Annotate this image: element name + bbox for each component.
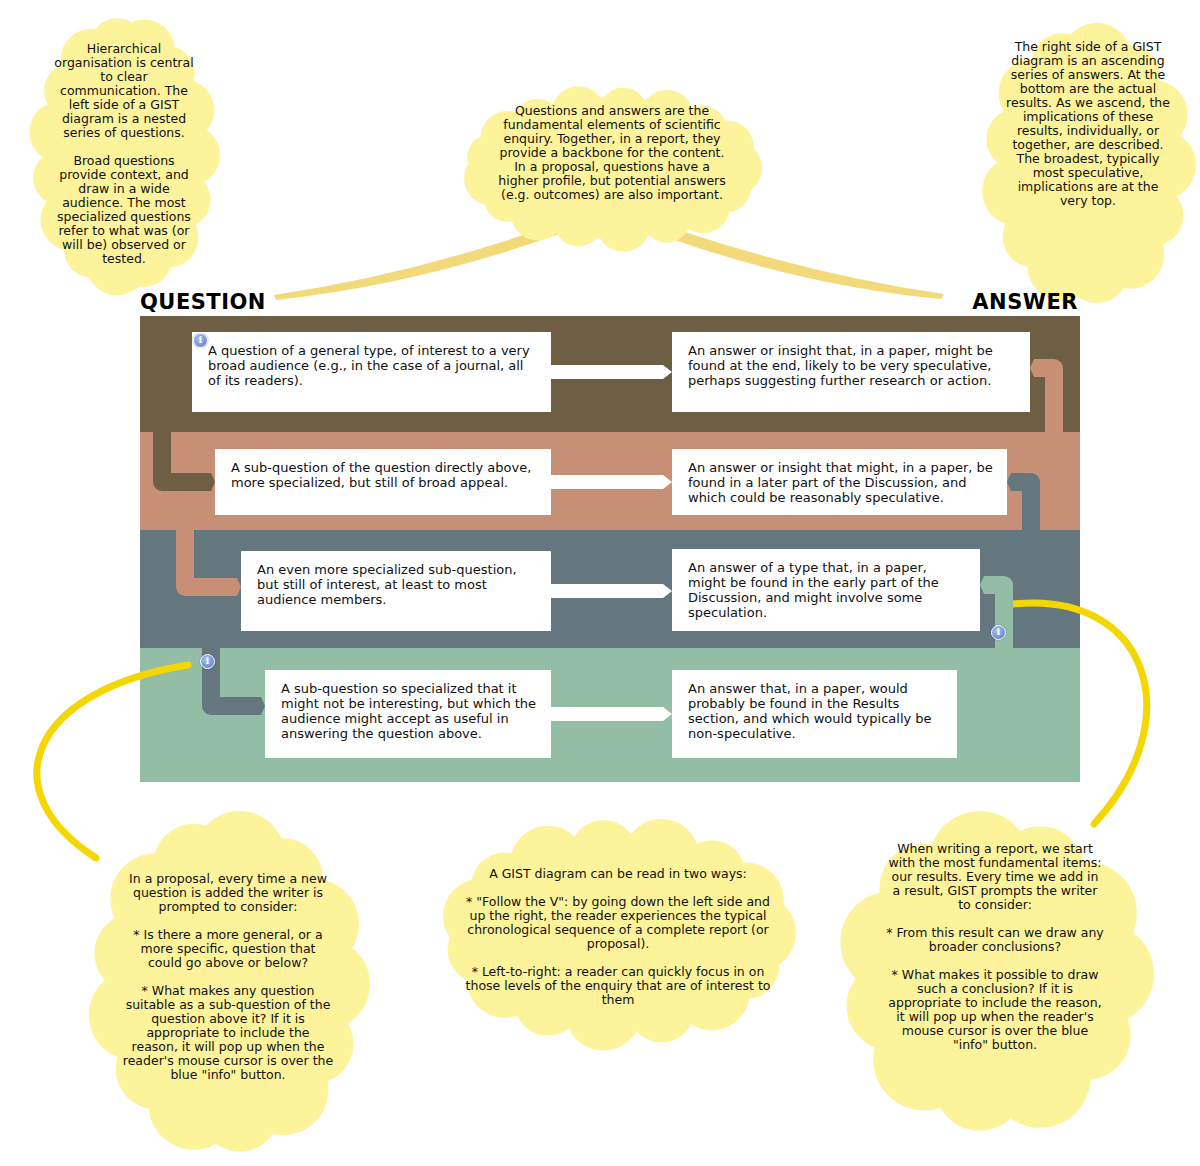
column-heading: QUESTION — [140, 290, 266, 314]
callout-cloud: The right side of a GIST diagram is an a… — [980, 22, 1196, 308]
pipe-head — [1030, 359, 1041, 377]
callout-cloud: A GIST diagram can be read in two ways: *… — [440, 815, 796, 1051]
callout-cloud: Questions and answers are the fundamenta… — [462, 84, 762, 252]
answer-arrow — [551, 475, 672, 489]
leader-line — [37, 665, 188, 858]
callout-text: Hierarchical organisation is central to … — [49, 42, 199, 140]
answer-box: An answer or insight that might, in a pa… — [672, 449, 1007, 515]
answer-arrow — [551, 707, 672, 721]
question-box: A sub-question so specialized that it mi… — [265, 670, 551, 758]
callout-text: In a proposal, every time a new question… — [122, 872, 334, 914]
question-text: An even more specialized sub-question, b… — [257, 562, 537, 607]
callout-text: When writing a report, we start with the… — [886, 842, 1104, 912]
cloud-bump — [643, 195, 690, 242]
cloud-text-area: A GIST diagram can be read in two ways: *… — [458, 815, 778, 1007]
leader-line — [1013, 603, 1147, 824]
connector — [185, 501, 241, 596]
question-box: An even more specialized sub-question, b… — [241, 551, 551, 631]
cloud-text-area: When writing a report, we start with the… — [886, 810, 1104, 1052]
question-box: A question of a general type, of interes… — [192, 332, 551, 412]
level-band — [140, 316, 1080, 433]
info-icon: i — [193, 333, 208, 348]
info-icon: i — [991, 625, 1006, 640]
answer-arrow — [551, 584, 672, 598]
info-icon: i — [200, 654, 215, 669]
question-box: A sub-question of the question directly … — [215, 449, 551, 515]
answer-box: An answer of a type that, in a paper, mi… — [672, 549, 980, 631]
cloud-text-area: Questions and answers are the fundamenta… — [494, 84, 730, 202]
column-heading: ANSWER — [972, 290, 1078, 314]
callout-cloud: When writing a report, we start with the… — [836, 810, 1154, 1138]
callout-text: Questions and answers are the fundamenta… — [494, 104, 730, 202]
answer-text: An answer of a type that, in a paper, mi… — [688, 560, 966, 620]
question-text: A question of a general type, of interes… — [208, 343, 537, 388]
pipe-head — [230, 578, 241, 596]
cloud-text-area: Hierarchical organisation is central to … — [49, 14, 199, 266]
question-text: A sub-question of the question directly … — [231, 460, 537, 490]
callout-text: A GIST diagram can be read in two ways: — [458, 867, 778, 881]
cloud-text-area: In a proposal, every time a new question… — [122, 810, 334, 1082]
callout-text: * "Follow the V": by going down the left… — [458, 895, 778, 951]
question-text: A sub-question so specialized that it mi… — [281, 681, 537, 741]
callout-text: * Left-to-right: a reader can quickly fo… — [458, 965, 778, 1007]
connector — [551, 584, 672, 598]
answer-text: An answer that, in a paper, would probab… — [688, 681, 943, 741]
callout-text: Broad questions provide context, and dra… — [49, 154, 199, 266]
connector — [551, 475, 672, 489]
callout-text: The right side of a GIST diagram is an a… — [1002, 40, 1174, 208]
connector — [551, 365, 672, 379]
callout-cloud: Hierarchical organisation is central to … — [28, 14, 220, 296]
connector — [211, 617, 265, 715]
level-band — [140, 530, 1080, 649]
callout-cloud: In a proposal, every time a new question… — [86, 810, 370, 1158]
callout-text: * What makes any question suitable as a … — [122, 984, 334, 1082]
callout-text: * From this result can we draw any broad… — [886, 926, 1104, 954]
cloud-text-area: The right side of a GIST diagram is an a… — [1002, 22, 1174, 208]
answer-text: An answer or insight that might, in a pa… — [688, 460, 993, 505]
pipe-head — [204, 473, 215, 491]
level-band — [140, 432, 1080, 531]
answer-arrow — [551, 365, 672, 379]
level-band — [140, 648, 1080, 782]
pipe-head — [1007, 473, 1018, 491]
answer-box: An answer or insight that, in a paper, m… — [672, 332, 1030, 412]
answer-box: An answer that, in a paper, would probab… — [672, 670, 957, 758]
pipe-head — [254, 697, 265, 715]
connector — [551, 707, 672, 721]
callout-text: * Is there a more general, or a more spe… — [122, 928, 334, 970]
pipe-head — [980, 576, 991, 594]
callout-text: * What makes it possible to draw such a … — [886, 968, 1104, 1052]
answer-text: An answer or insight that, in a paper, m… — [688, 343, 1016, 388]
cloud-bump — [596, 198, 650, 252]
